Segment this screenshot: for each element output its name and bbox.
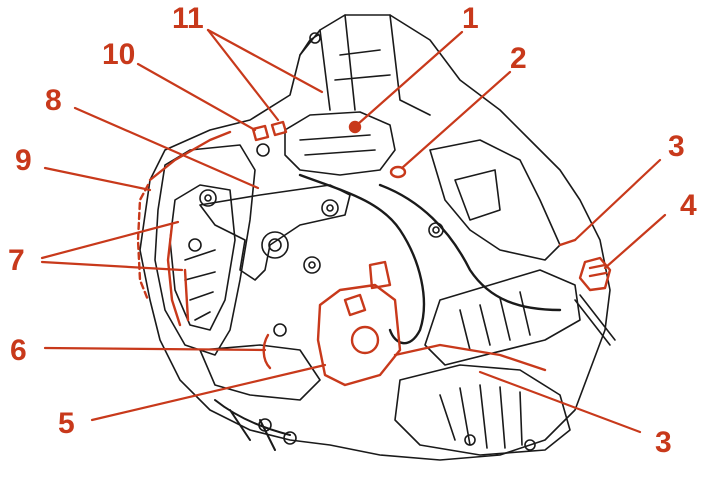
leader-1 <box>356 30 464 126</box>
part-3-upper-highlight <box>558 238 577 247</box>
housing-outline <box>139 14 611 461</box>
leader-4 <box>603 213 667 270</box>
diff-fins <box>439 384 523 449</box>
leader-10 <box>136 62 257 132</box>
leader-2 <box>400 70 512 170</box>
wiring-harness-2 <box>378 183 562 312</box>
leader-5 <box>90 363 327 422</box>
part-5-plug <box>350 325 380 355</box>
leader-lines <box>40 28 667 434</box>
bell-housing-inner <box>169 184 236 331</box>
actuator-ribs <box>459 291 531 351</box>
bell-housing <box>154 144 256 356</box>
leader-11a <box>206 28 280 122</box>
bell-housing-top-highlight <box>148 130 232 182</box>
top-cover <box>284 111 396 176</box>
differential-housing <box>394 364 571 456</box>
highlighted-parts <box>136 120 612 387</box>
lower-pipes <box>214 399 291 451</box>
part-2-highlight <box>389 165 407 179</box>
part-7-highlight <box>166 223 190 327</box>
part-10-highlight <box>251 124 270 142</box>
callout-2: 2 <box>510 42 527 75</box>
callout-5: 5 <box>58 407 75 440</box>
part-4-detail <box>588 263 608 278</box>
part-5-highlight <box>316 283 402 387</box>
leader-11b <box>206 28 324 94</box>
callout-1: 1 <box>462 2 479 35</box>
leader-3-upper <box>573 158 662 242</box>
callout-6: 6 <box>10 334 27 367</box>
callout-3-lower: 3 <box>655 426 672 459</box>
callout-8: 8 <box>45 84 62 117</box>
leader-7a <box>40 220 180 260</box>
right-housing <box>429 139 561 261</box>
actuator-body <box>424 269 581 366</box>
bolts <box>188 143 536 451</box>
part-5-cap <box>368 260 392 290</box>
leader-7b <box>40 260 184 272</box>
part-4-highlight <box>578 256 612 292</box>
callout-3-upper: 3 <box>668 130 685 163</box>
callout-11: 11 <box>172 2 204 35</box>
callout-7: 7 <box>8 244 25 277</box>
leader-8 <box>73 106 260 190</box>
part-5-pipe <box>343 293 367 317</box>
part-11-highlight <box>270 120 288 137</box>
gearbox-line-art <box>139 14 616 461</box>
callout-10: 10 <box>102 38 135 71</box>
right-housing-bracket <box>454 169 501 221</box>
callout-4: 4 <box>680 189 697 222</box>
rib-lines <box>184 249 216 321</box>
leader-3-lower <box>478 370 642 434</box>
callout-9: 9 <box>15 144 32 177</box>
leader-6 <box>43 346 267 352</box>
inner-detail <box>199 344 321 401</box>
part-3-lower-highlight <box>393 343 547 372</box>
wiring-harness <box>298 173 426 345</box>
part-6-highlight <box>262 333 272 370</box>
selector-rod <box>574 294 616 346</box>
upper-tower <box>319 14 431 116</box>
bell-housing-seal-highlight <box>136 183 150 302</box>
callout-labels: 1 2 3 4 5 6 7 8 9 10 11 3 <box>8 2 697 459</box>
top-cover-detail <box>299 134 376 156</box>
leader-9 <box>43 166 152 192</box>
